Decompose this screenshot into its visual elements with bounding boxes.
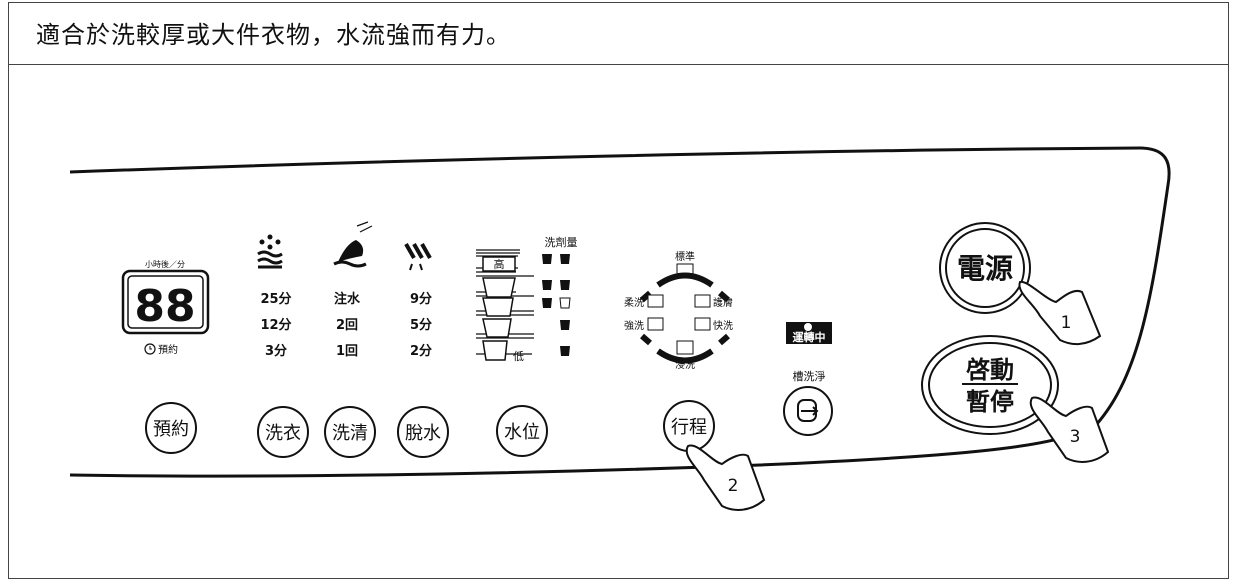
spin-time-1: 9分 xyxy=(410,291,432,307)
figure-frame: 適合於洗較厚或大件衣物，水流強而有力。 xyxy=(8,2,1229,579)
wash-icon xyxy=(257,234,283,269)
start-pause-button[interactable]: 啓動 暫停 xyxy=(921,335,1059,435)
wash-button[interactable]: 洗衣 xyxy=(257,406,309,458)
wash-time-2: 12分 xyxy=(260,317,291,333)
course-care: 護膚 xyxy=(713,296,733,309)
wash-column: 25分 12分 3分 xyxy=(257,234,292,359)
start-button-label-line1: 啓動 xyxy=(966,356,1014,384)
water-level-button[interactable]: 水位 xyxy=(496,405,548,457)
rinse-option-2: 2回 xyxy=(336,318,358,333)
reserve-button-label: 預約 xyxy=(153,419,189,440)
wash-button-label: 洗衣 xyxy=(265,423,301,444)
course-soak: 浸洗 xyxy=(675,359,695,371)
tub-clean-label: 槽洗淨 xyxy=(793,370,826,383)
pointing-hand-icon-3: 3 xyxy=(1029,396,1110,463)
timer-display: 小時後／分 88 預約 xyxy=(121,259,210,356)
spin-column: 9分 5分 2分 xyxy=(404,243,432,359)
reserve-button[interactable]: 預約 xyxy=(145,402,197,454)
step-2: 2 xyxy=(728,476,739,496)
running-indicator: 運轉中 xyxy=(786,322,832,344)
rinse-option-1: 注水 xyxy=(334,291,361,307)
tub-clean-button[interactable] xyxy=(783,386,833,436)
rinse-column: 注水 2回 1回 xyxy=(333,221,373,359)
course-strong: 強洗 xyxy=(624,319,644,332)
step-3: 3 xyxy=(1070,427,1081,447)
power-button-label: 電源 xyxy=(957,252,1013,285)
quick-icon xyxy=(694,317,711,331)
display-bottom-label: 預約 xyxy=(158,343,178,356)
gentle-icon xyxy=(647,294,664,308)
course-button-label: 行程 xyxy=(671,417,707,438)
course-standard: 標準 xyxy=(675,250,695,263)
strong-icon xyxy=(647,317,664,331)
course-quick: 快洗 xyxy=(713,320,733,332)
course-selector: 標準 柔洗 強洗 護膚 快洗 浸洗 xyxy=(624,250,733,371)
detergent-label: 洗劑量 xyxy=(545,235,578,249)
step-1: 1 xyxy=(1061,313,1072,333)
spin-button[interactable]: 脫水 xyxy=(397,406,449,458)
rinse-option-3: 1回 xyxy=(336,344,358,359)
water-level-button-label: 水位 xyxy=(504,422,540,443)
course-gentle: 柔洗 xyxy=(624,297,644,309)
detergent-cup-icons xyxy=(542,254,571,356)
caption-bar: 適合於洗較厚或大件衣物，水流強而有力。 xyxy=(9,3,1228,65)
wash-time-1: 25分 xyxy=(260,291,291,307)
display-digits: 88 xyxy=(134,281,195,332)
care-icon xyxy=(694,294,711,308)
start-button-label-line2: 暫停 xyxy=(966,388,1014,416)
course-button[interactable]: 行程 xyxy=(663,400,715,452)
rinse-button[interactable]: 洗清 xyxy=(324,406,376,458)
pointing-hand-icon-1: 1 xyxy=(1018,280,1102,346)
pointing-hand-icon-2: 2 xyxy=(685,444,766,511)
caption-text: 適合於洗較厚或大件衣物，水流強而有力。 xyxy=(36,21,511,49)
power-button[interactable]: 電源 xyxy=(939,222,1031,314)
spin-time-2: 5分 xyxy=(410,317,432,333)
water-level-indicator: 洗劑量 高 低 xyxy=(476,235,578,363)
spin-button-label: 脫水 xyxy=(405,423,441,444)
clock-icon xyxy=(144,343,156,355)
spin-icon xyxy=(404,243,432,271)
rinse-button-label: 洗清 xyxy=(332,423,368,444)
display-top-label: 小時後／分 xyxy=(145,259,185,269)
level-low: 低 xyxy=(513,350,524,363)
running-led xyxy=(804,323,812,331)
running-label: 運轉中 xyxy=(793,330,826,344)
spin-time-3: 2分 xyxy=(410,343,432,359)
rinse-icon xyxy=(333,221,373,268)
level-high: 高 xyxy=(494,257,505,271)
soak-icon xyxy=(676,340,694,355)
panel-outline xyxy=(69,146,1171,478)
wash-time-3: 3分 xyxy=(265,343,287,359)
